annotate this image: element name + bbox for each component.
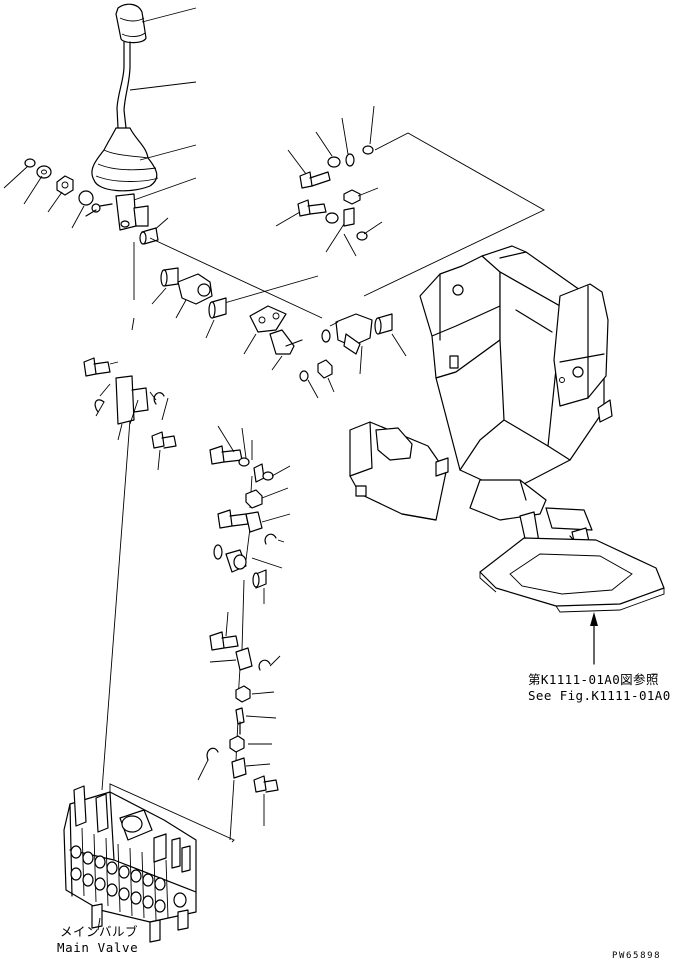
drawing-code: PW65898 [612, 951, 662, 961]
link-line-box-mid [213, 275, 319, 307]
center-linkage [197, 425, 291, 841]
bolt-upper-right-b [275, 199, 327, 227]
floor-plate [479, 537, 665, 613]
nut-and-clip [299, 359, 335, 399]
main-valve-label-english: Main Valve [57, 940, 139, 955]
reference-label-japanese: 第K1111-01A0図参照 [528, 672, 659, 687]
bolt-mid [269, 329, 303, 371]
rod-clevis-left [94, 375, 169, 441]
bolt-left-upper [83, 357, 119, 377]
pivot-block [175, 273, 213, 319]
link-line-box-right [363, 132, 545, 297]
bushing-mid-left [151, 267, 179, 305]
console-frame [349, 245, 613, 553]
bolt-upper-right-a [287, 149, 331, 189]
bushing-right [374, 313, 407, 357]
link-plate [243, 305, 287, 355]
link-line-upper [149, 237, 323, 319]
reference-label-english: See Fig.K1111-01A0 [528, 688, 671, 703]
pivot-lever-right [321, 313, 373, 375]
control-lever-rod [116, 41, 131, 129]
main-valve-leader [97, 917, 101, 931]
washer-set-left [24, 158, 94, 206]
control-rod-left [101, 242, 135, 791]
reference-arrow [590, 612, 598, 665]
main-valve-label-japanese: メインバルブ [60, 924, 139, 939]
control-lever-knob [115, 3, 147, 44]
main-valve [63, 785, 197, 943]
lever-bracket [85, 193, 149, 231]
bolt-left-lower [151, 431, 177, 471]
bushing-upper [139, 227, 159, 245]
bushing-mid-right [205, 297, 227, 339]
washers-upper-right [315, 105, 383, 257]
lever-boot [91, 127, 159, 192]
leader-lines-lever [3, 7, 197, 233]
